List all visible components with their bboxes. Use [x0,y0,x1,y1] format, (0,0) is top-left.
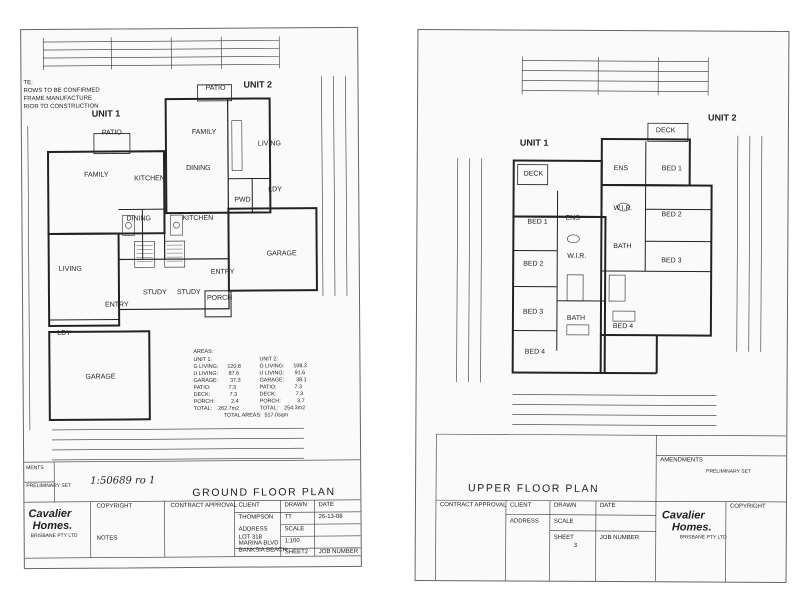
room-family-unit1: FAMILY [84,171,109,179]
cavalier-homes-logo: Cavalier [28,507,72,521]
job-number-label: JOB NUMBER [318,548,359,556]
note-line-3: FRAME MANUFACTURE [23,95,92,103]
room-wir-unit2: W.I.R. [613,205,633,213]
room-bed3-unit2: BED 3 [661,257,682,265]
ground-floor-plan-sheet: TE: ROWS TO BE CONFIRMED FRAME MANUFACTU… [20,26,362,570]
room-porch-unit2: PORCH [206,294,233,302]
notes-label: NOTES [96,535,118,542]
room-ensuite-unit2: ENS [613,165,629,173]
upper-brand-subtitle: BRISBANE PTY LTD [679,534,727,541]
room-patio-unit1: PATIO [101,129,122,137]
areas-total: TOTAL AREAS: 517.0sqm [223,412,289,419]
upper-job-number-label: JOB NUMBER [599,534,640,542]
room-deck-unit1: DECK [523,170,544,178]
drawn-value: TT [284,514,292,521]
room-powder-unit2: PWD [234,196,251,204]
upper-unit-2-label: UNIT 2 [707,112,737,123]
upper-sheet-label: SHEET [553,534,574,541]
room-living-unit2: LIVING [257,140,281,148]
unit-1-label: UNIT 1 [91,108,121,119]
room-laundry-unit1: LDY [57,329,71,337]
room-dining-unit2: DINING [186,164,211,173]
room-wir-unit1: W.I.R. [567,252,587,260]
room-ensuite-unit1: ENS [565,214,580,222]
date-label: DATE [318,502,335,509]
contract-approval-label: CONTRACT APPROVAL [170,502,237,510]
copyright-label: COPYRIGHT [96,503,133,510]
cavalier-homes-logo-line2: Homes. [32,519,73,533]
upper-floor-plan-sheet: UNIT 1 UNIT 2 DECK BED 1 ENS BED 2 W.I.R… [414,29,790,583]
upper-prelim-set-label: PRELIMINARY SET [706,468,751,475]
room-deck-unit2: DECK [655,127,676,135]
note-line-2: ROWS TO BE CONFIRMED [23,87,100,95]
client-label: CLIENT [238,502,260,509]
room-bed2-unit2: BED 2 [661,211,682,219]
room-bed4-unit1: BED 4 [524,348,546,356]
areas-heading: AREAS: [193,348,214,355]
upper-floor-drawing [435,56,787,582]
upper-date-label: DATE [599,502,616,510]
upper-floor-plan-title: UPPER FLOOR PLAN [468,482,600,495]
room-family-unit2: FAMILY [191,128,217,136]
room-bed1-unit1: BED 1 [527,218,548,226]
upper-contract-approval-label: CONTRACT APPROVAL [439,502,507,509]
note-line-4: RIOR TO CONSTRUCTION [23,103,99,111]
ground-floor-plan-title: GROUND FLOOR PLAN [192,485,336,499]
room-living-unit1: LIVING [58,265,82,273]
sheet-value: 2 [304,549,309,556]
client-value: THOMPSON [238,514,274,521]
upper-address-label: ADDRESS [509,518,539,525]
room-bed3-unit1: BED 3 [522,308,544,316]
room-garage-unit2: GARAGE [266,250,297,258]
handwritten-note: 1:50689 ro 1 [90,475,156,487]
upper-scale-label: SCALE [553,518,574,525]
room-laundry-unit2: LDY [268,186,282,194]
scale-value: 1:100 [284,538,300,545]
areas-unit-2: UNIT 2: G LIVING: 108.3 U LIVING: 91.6 G… [259,356,307,412]
room-bed1-unit2: BED 1 [661,165,682,173]
upper-client-label: CLIENT [509,502,532,509]
address-label: ADDRESS [238,526,268,533]
room-bed2-unit1: BED 2 [523,260,544,268]
room-patio-unit2: PATIO [205,84,226,92]
room-kitchen-unit1: KITCHEN [134,175,165,183]
ground-floor-drawing [24,36,361,559]
room-garage-unit1: GARAGE [85,373,116,381]
room-kitchen-unit2: KITCHEN [182,214,214,223]
room-dining-unit1: DINING [126,215,151,223]
address-value: LOT 318 MARINA BLVD BANKSIA BEACH [238,534,287,554]
upper-drawn-label: DRAWN [553,502,577,509]
room-bath-unit1: BATH [566,314,586,322]
upper-cavalier-homes-logo-line2: Homes. [671,521,712,534]
upper-unit-1-label: UNIT 1 [519,137,549,148]
upper-cavalier-homes-logo: Cavalier [661,509,705,522]
room-entry-unit2: ENTRY [210,268,235,276]
drawn-label: DRAWN [284,502,307,509]
amendments-heading: AMENDMENTS [660,457,703,464]
room-bath-unit2: BATH [613,243,632,251]
scale-label: SCALE [284,526,305,533]
brand-subtitle: BRISBANE PTY LTD [30,532,78,540]
upper-copyright-label: COPYRIGHT [729,503,766,510]
amendments-label: MENTS [26,465,44,472]
upper-sheet-value: 3 [573,542,578,549]
room-study-unit1: STUDY [142,289,167,297]
date-value: 26-13-08 [318,513,343,521]
room-bed4-unit2: BED 4 [612,323,634,331]
room-study-unit2: STUDY [176,288,201,297]
note-line-1: TE: [23,80,33,87]
areas-unit-1: UNIT 1: G LIVING: 120.8 U LIVING: 87.6 G… [193,356,241,412]
unit-2-label: UNIT 2 [243,79,273,90]
sheet-label: SHEET [284,549,305,556]
room-entry-unit1: ENTRY [105,301,129,309]
prelim-set-label: PRELIMINARY SET [26,482,72,490]
